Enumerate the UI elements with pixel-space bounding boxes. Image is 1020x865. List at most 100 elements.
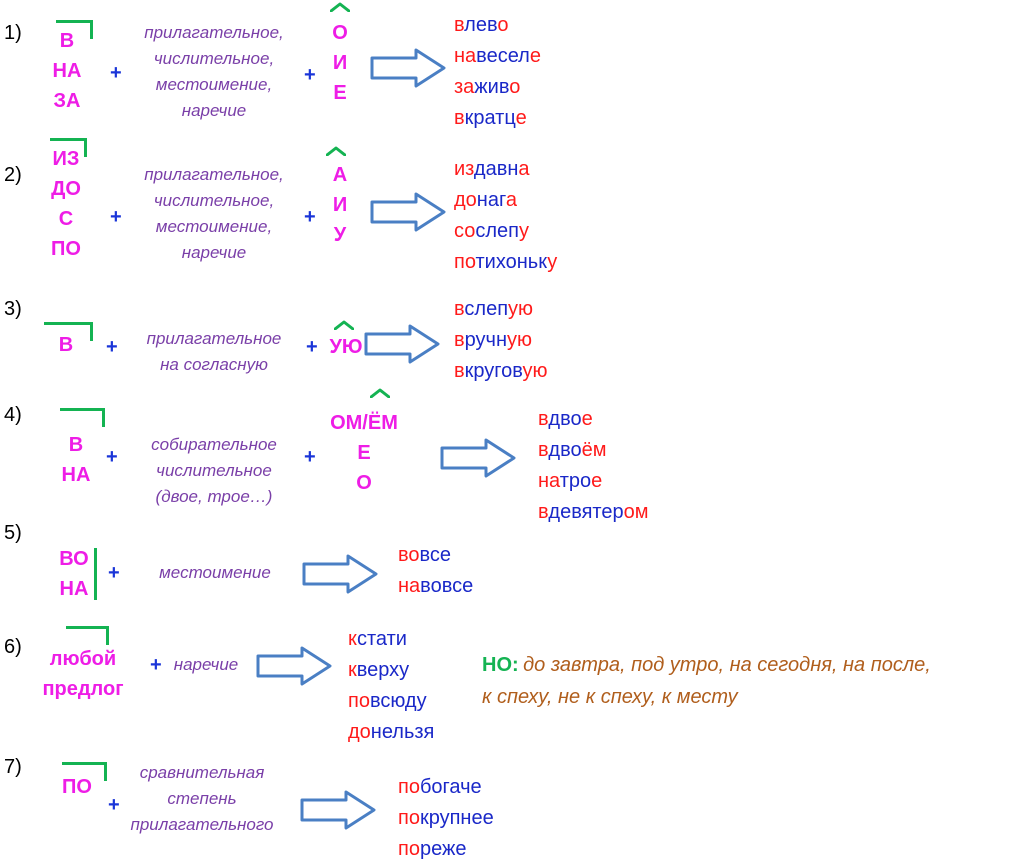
row-number: 2) bbox=[4, 164, 22, 186]
suffix-group: УЮ bbox=[324, 332, 368, 362]
prefix-bracket bbox=[60, 408, 105, 427]
row-number: 6) bbox=[4, 636, 22, 658]
word-affix: е bbox=[581, 408, 593, 430]
example-word: вдвое bbox=[538, 404, 649, 435]
plus-sign: + bbox=[106, 336, 118, 358]
example-word: влево bbox=[454, 10, 541, 41]
word-affix: а bbox=[505, 189, 517, 211]
prefix-group: ИЗ ДО С ПО bbox=[38, 144, 94, 264]
arrow-icon bbox=[302, 554, 378, 594]
suffix-hat-icon bbox=[330, 2, 350, 12]
word-affix: в bbox=[454, 360, 465, 382]
word-stem: тихоньк bbox=[475, 251, 548, 273]
example-word: кстати bbox=[348, 624, 434, 655]
description-line: наречие bbox=[181, 243, 247, 262]
prefix: НА bbox=[61, 464, 91, 486]
description-line: местоимение bbox=[159, 563, 271, 582]
word-affix: в bbox=[538, 439, 549, 461]
suffix: О bbox=[332, 22, 348, 44]
suffix: ОМ/ЁМ bbox=[330, 412, 398, 434]
word-affix: а bbox=[518, 158, 530, 180]
word-affix: ую bbox=[522, 360, 548, 382]
part-of-speech-description: сравнительная степень прилагательного bbox=[106, 760, 298, 838]
example-word: побогаче bbox=[398, 772, 494, 803]
word-stem: весел bbox=[476, 45, 530, 67]
word-stem: кругов bbox=[464, 360, 523, 382]
word-stem: ручн bbox=[464, 329, 507, 351]
arrow-icon bbox=[370, 192, 446, 232]
description-line: сравнительная bbox=[139, 763, 265, 782]
part-of-speech-description: наречие bbox=[166, 652, 246, 678]
plus-sign: + bbox=[108, 794, 120, 816]
suffix: О bbox=[356, 472, 372, 494]
prefix: В bbox=[59, 30, 75, 52]
example-word: донельзя bbox=[348, 717, 434, 748]
suffix-group: ОМ/ЁМ Е О bbox=[316, 408, 412, 498]
part-of-speech-description: собирательное числительное (двое, трое…) bbox=[118, 432, 310, 510]
example-word: вдевятером bbox=[538, 497, 649, 528]
word-affix: в bbox=[454, 329, 465, 351]
word-stem: дво bbox=[548, 408, 582, 430]
word-affix: в bbox=[538, 501, 549, 523]
example-word: издавна bbox=[454, 154, 557, 185]
word-stem: реже bbox=[419, 838, 467, 860]
prefix-bracket bbox=[62, 762, 107, 781]
prefix: любой bbox=[49, 648, 117, 670]
word-affix: ую bbox=[507, 329, 532, 351]
prefix-group: ВО НА bbox=[52, 544, 96, 604]
word-affix: по bbox=[398, 776, 420, 798]
word-affix: в bbox=[454, 14, 465, 36]
row-number: 4) bbox=[4, 404, 22, 426]
row-number: 5) bbox=[4, 522, 22, 544]
plus-sign: + bbox=[304, 446, 316, 468]
plus-sign: + bbox=[306, 336, 318, 358]
word-affix: ём bbox=[581, 439, 607, 461]
word-affix: в bbox=[454, 298, 465, 320]
example-word: заживо bbox=[454, 72, 541, 103]
prefix-group: В НА ЗА bbox=[40, 26, 94, 116]
suffix-group: А И У bbox=[320, 160, 360, 250]
example-word: вовсе bbox=[398, 540, 473, 571]
word-stem: всюду bbox=[369, 690, 427, 712]
plus-sign: + bbox=[110, 62, 122, 84]
prefix-group: В bbox=[46, 330, 86, 360]
prefix: ИЗ bbox=[52, 148, 80, 170]
prefix-bracket bbox=[94, 548, 97, 600]
word-stem: кратц bbox=[464, 107, 516, 129]
description-line: на согласную bbox=[160, 355, 268, 374]
word-stem: слеп bbox=[464, 298, 509, 320]
example-word: навеселе bbox=[454, 41, 541, 72]
word-affix: из bbox=[454, 158, 474, 180]
example-word: вкруговую bbox=[454, 356, 547, 387]
part-of-speech-description: прилагательное на согласную bbox=[118, 326, 310, 378]
description-line: степень bbox=[167, 789, 237, 808]
word-affix: по bbox=[348, 690, 370, 712]
description-line: местоимение, bbox=[155, 217, 273, 236]
word-stem: нельзя bbox=[370, 721, 435, 743]
example-word: вслепую bbox=[454, 294, 547, 325]
note-text: до завтра, под утро, на сегодня, на посл… bbox=[523, 654, 931, 676]
description-line: прилагательное bbox=[146, 329, 282, 348]
word-affix: е bbox=[591, 470, 603, 492]
prefix-bracket bbox=[66, 626, 109, 645]
note-label: НО: bbox=[482, 654, 519, 676]
word-stem: тро bbox=[559, 470, 592, 492]
word-stem: верху bbox=[356, 659, 410, 681]
plus-sign: + bbox=[110, 206, 122, 228]
prefix: ПО bbox=[62, 776, 92, 798]
description-line: числительное, bbox=[153, 49, 275, 68]
prefix: предлог bbox=[42, 678, 124, 700]
arrow-icon bbox=[300, 790, 376, 830]
prefix-group: ПО bbox=[54, 772, 100, 802]
exceptions-note: НО: до завтра, под утро, на сегодня, на … bbox=[482, 654, 931, 677]
description-line: числительное, bbox=[153, 191, 275, 210]
prefix: В bbox=[58, 334, 74, 356]
arrow-icon bbox=[256, 646, 332, 686]
suffix: Е bbox=[333, 82, 347, 104]
